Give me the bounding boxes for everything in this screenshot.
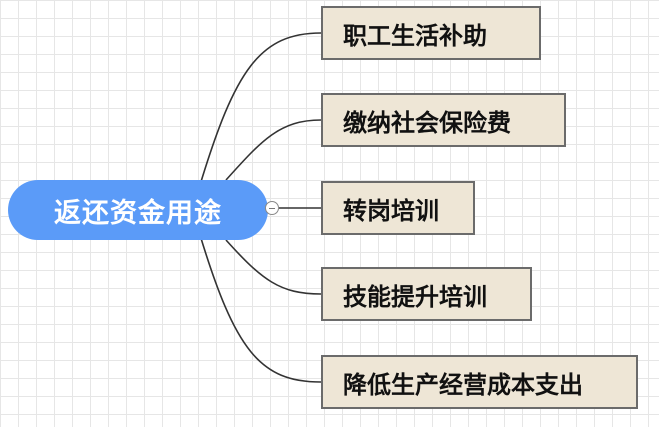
- branch-node-4[interactable]: 技能提升培训: [321, 267, 532, 321]
- root-node[interactable]: 返还资金用途: [8, 180, 268, 240]
- branch-node-3[interactable]: 转岗培训: [321, 181, 475, 235]
- branch-node-5[interactable]: 降低生产经营成本支出: [321, 355, 638, 409]
- branch-node-2[interactable]: 缴纳社会保险费: [321, 93, 566, 147]
- branch-node-1[interactable]: 职工生活补助: [321, 6, 541, 60]
- connector-2: [225, 119, 322, 181]
- connector-1: [199, 32, 322, 186]
- connector-4: [225, 239, 322, 295]
- connector-5: [199, 234, 322, 383]
- collapse-toggle-icon[interactable]: [265, 201, 279, 215]
